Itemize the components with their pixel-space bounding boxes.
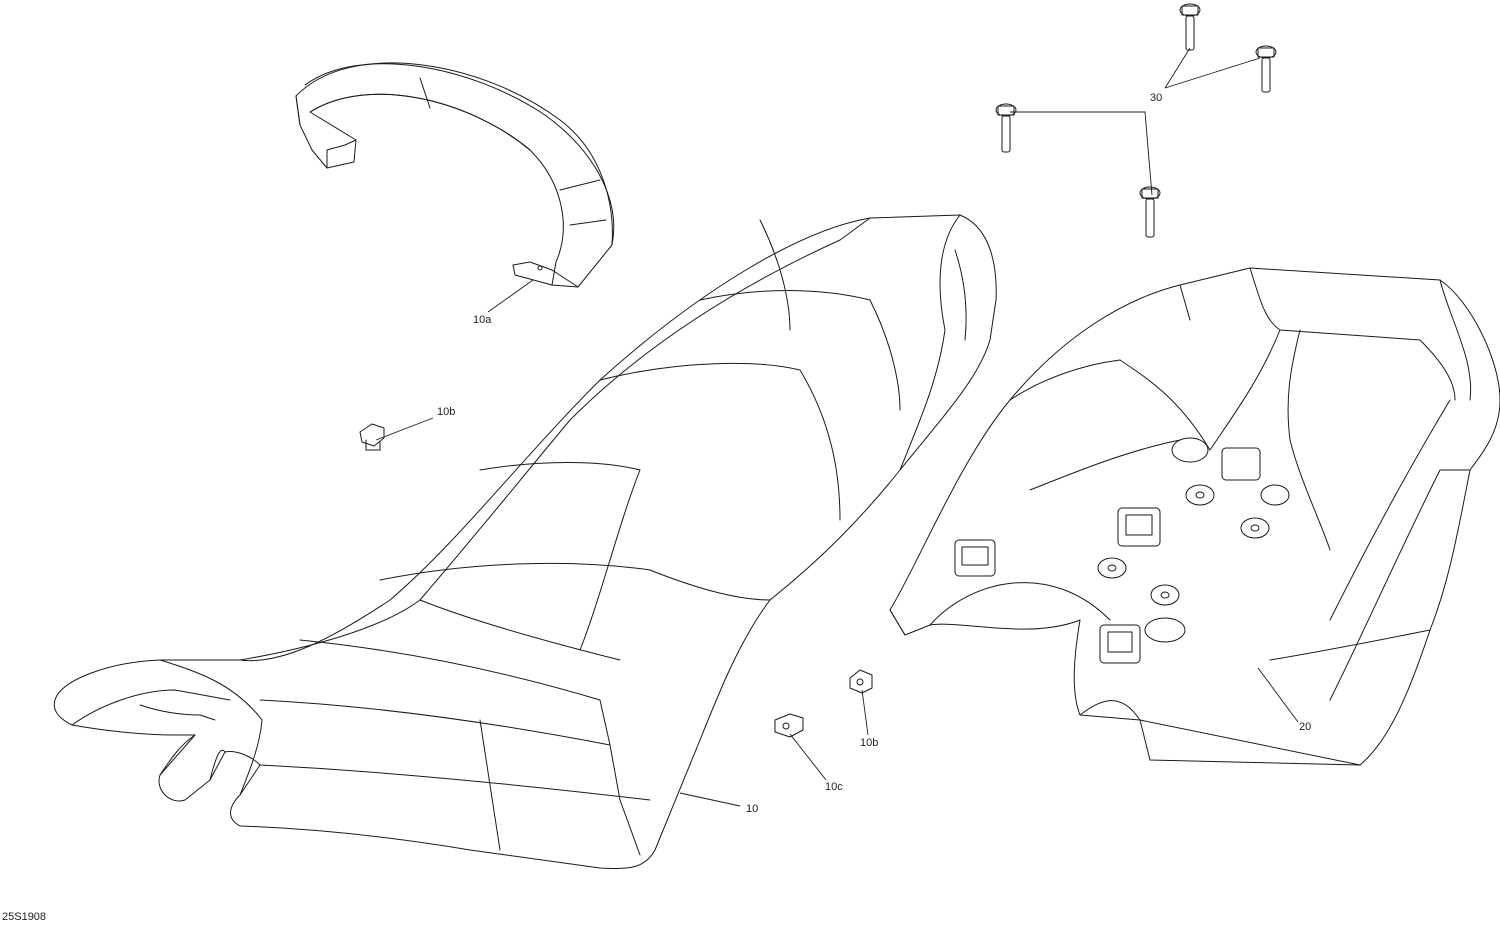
callout-screws: 30	[1150, 92, 1163, 104]
clip-left	[359, 423, 385, 451]
screw-left	[995, 103, 1017, 153]
callout-clip-left: 10b	[437, 406, 456, 418]
callout-clip-right: 10b	[860, 737, 879, 749]
screw-top	[1179, 3, 1201, 51]
callout-seat: 10	[746, 803, 759, 815]
screw-bottom	[1139, 186, 1161, 238]
seat-strap	[295, 62, 615, 288]
nut-10c	[774, 713, 804, 738]
callout-base: 20	[1299, 721, 1312, 733]
screw-right	[1255, 45, 1277, 93]
seat-cushion	[53, 214, 997, 870]
seat-base-frame	[889, 267, 1500, 766]
callout-nut: 10c	[825, 781, 843, 793]
leader-lines	[375, 47, 1299, 807]
drawing-number: 25S1908	[2, 911, 47, 923]
callout-strap: 10a	[473, 314, 492, 326]
clip-right	[849, 669, 873, 694]
